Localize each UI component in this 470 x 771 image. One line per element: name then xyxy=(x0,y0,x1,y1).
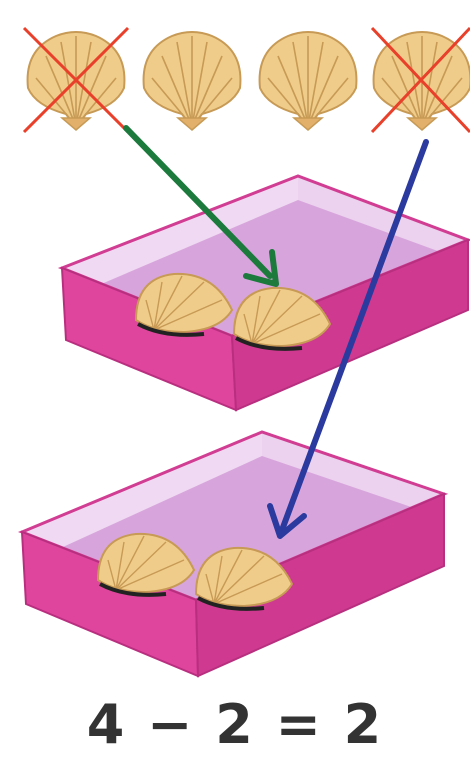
shell-1-crossed xyxy=(24,28,128,132)
minuend: 4 xyxy=(87,693,127,756)
shell-3 xyxy=(260,32,357,130)
tray-upper xyxy=(62,176,468,410)
equals-sign: = xyxy=(276,693,323,756)
minus-sign: − xyxy=(147,693,194,756)
shells-row xyxy=(24,28,470,132)
result: 2 xyxy=(344,693,384,756)
subtrahend: 2 xyxy=(215,693,255,756)
tray-lower xyxy=(22,432,444,676)
shell-2 xyxy=(144,32,241,130)
shell-4-crossed xyxy=(372,28,470,132)
equation: 4 − 2 = 2 xyxy=(0,690,470,760)
